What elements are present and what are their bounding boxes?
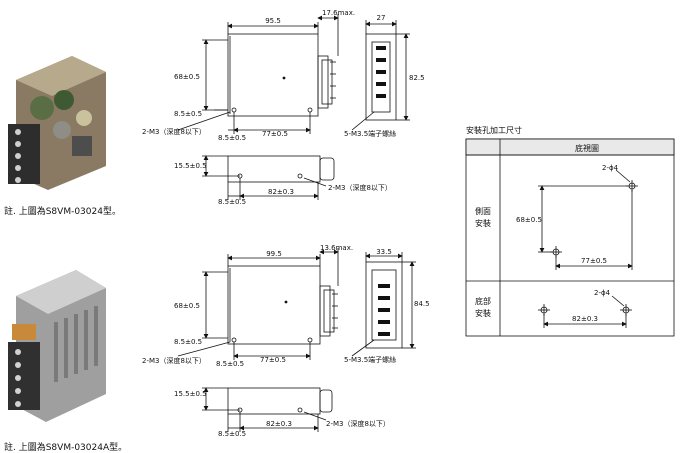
top-offset-small: 8.5±0.5 [174, 110, 202, 118]
bottom-bottom-vertical: 15.5±0.5 [174, 390, 207, 398]
top-overhang: 17.6max. [322, 9, 355, 17]
row2-hole: 2-ϕ4 [594, 289, 611, 297]
top-side-view [351, 20, 410, 131]
top-bottom-vertical: 15.5±0.5 [174, 162, 207, 170]
bottom-offset-bottom: 8.5±0.5 [216, 360, 244, 368]
bottom-front-view [177, 248, 339, 360]
row2-label-a: 底部 [475, 296, 491, 306]
row1-label-a: 側面 [475, 206, 491, 216]
bottom-bottom-span: 82±0.3 [266, 420, 292, 428]
bottom-overhang: 13.6max. [320, 244, 353, 252]
row1-hole: 2-ϕ4 [602, 164, 619, 172]
bottom-bottom-view [202, 387, 333, 432]
bottom-depth: 33.5 [376, 248, 392, 256]
top-bottom-screw: 2-M3（深度8以下） [328, 183, 392, 192]
top-offset-bottom: 8.5±0.5 [218, 134, 246, 142]
bottom-terminal-label: 5-M3.5端子螺絲 [344, 355, 396, 364]
bottom-hole-vertical: 68±0.5 [174, 302, 200, 310]
table-header: 底視圖 [575, 143, 599, 153]
top-height: 82.5 [409, 74, 425, 82]
row2-horizontal: 82±0.3 [572, 315, 598, 323]
top-hole-vertical: 68±0.5 [174, 73, 200, 81]
bottom-bottom-screw: 2-M3（深度8以下） [326, 419, 390, 428]
bottom-height: 84.5 [414, 300, 430, 308]
top-bottom-span: 82±0.3 [268, 188, 294, 196]
bottom-screw-label: 2-M3（深度8以下） [142, 356, 206, 365]
row1-horizontal: 77±0.5 [581, 257, 607, 265]
bottom-bottom-offset: 8.5±0.5 [218, 430, 246, 438]
bottom-model-note: 註. 上圖為S8VM-03024A型。 [4, 443, 128, 453]
table-title: 安裝孔加工尺寸 [466, 125, 522, 135]
bottom-hole-horizontal: 77±0.5 [260, 356, 286, 364]
product-photo-bottom [2, 262, 108, 434]
bottom-front-width: 99.5 [266, 250, 282, 258]
product-photo-top [2, 48, 108, 196]
row2-label-b: 安裝 [475, 308, 491, 318]
row1-vertical: 68±0.5 [516, 216, 542, 224]
row1-label-b: 安裝 [475, 218, 491, 228]
top-terminal-label: 5-M3.5端子螺絲 [344, 129, 396, 138]
mounting-table [465, 138, 675, 337]
top-model-note: 註. 上圖為S8VM-03024型。 [4, 207, 121, 217]
top-screw-label: 2-M3（深度8以下） [142, 127, 206, 136]
top-bottom-view [202, 155, 335, 200]
bottom-side-view [351, 252, 416, 357]
top-front-view [177, 14, 339, 134]
top-depth: 27 [377, 14, 386, 22]
top-hole-horizontal: 77±0.5 [262, 130, 288, 138]
top-bottom-offset: 8.5±0.5 [218, 198, 246, 206]
bottom-offset-small: 8.5±0.5 [174, 338, 202, 346]
top-front-width: 95.5 [265, 17, 281, 25]
